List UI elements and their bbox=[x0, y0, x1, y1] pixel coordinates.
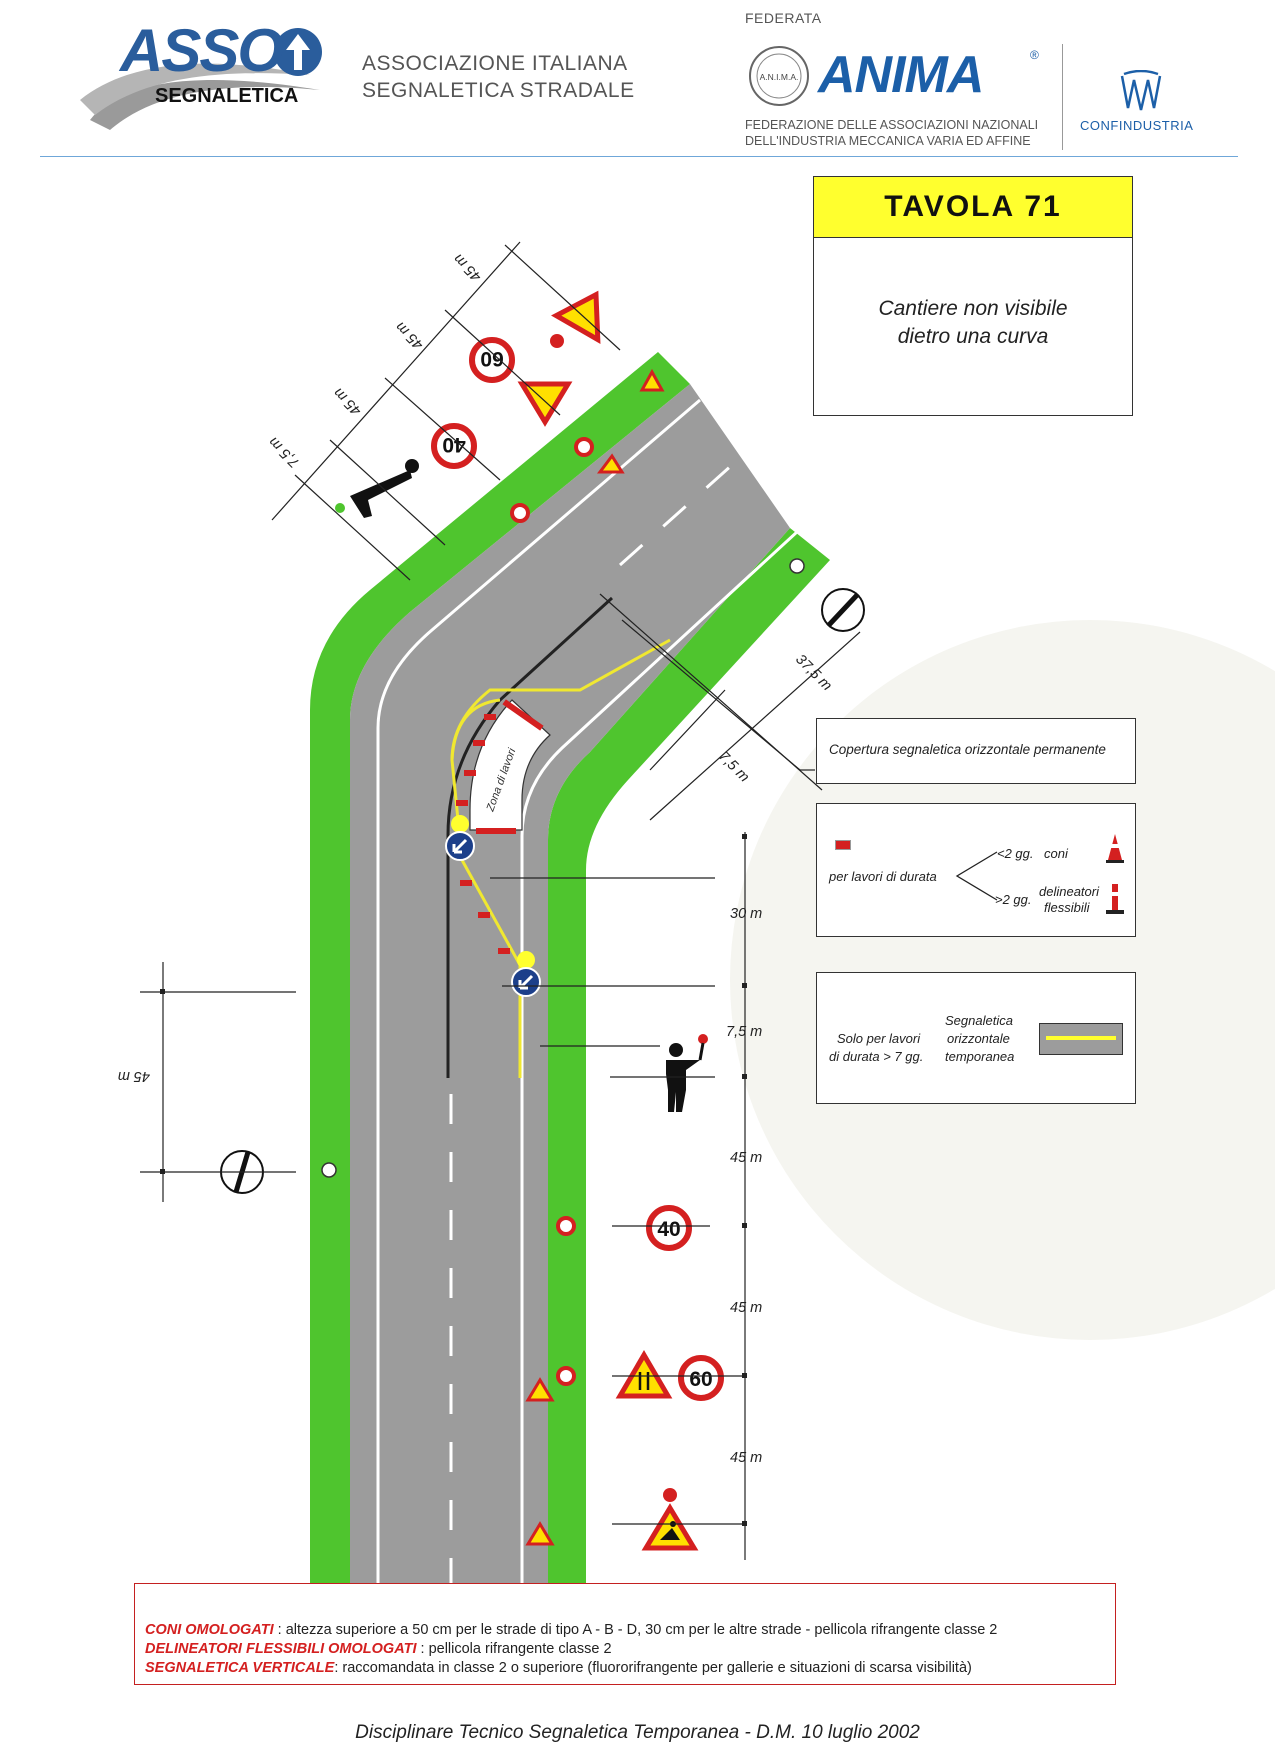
speed-limit-40-icon: 40 bbox=[646, 1205, 692, 1251]
tavola-subtitle-line-2: dietro una curva bbox=[897, 325, 1049, 348]
speed-limit-60-icon-top: 60 bbox=[469, 337, 515, 383]
tavola-subtitle: Cantiere non visibile dietro una curva bbox=[814, 295, 1132, 351]
federata-label: FEDERATA bbox=[745, 10, 822, 26]
temporary-marking-swatch bbox=[1039, 1023, 1123, 1055]
association-line-1: ASSOCIAZIONE ITALIANA bbox=[362, 52, 628, 75]
right-edge-line bbox=[520, 518, 812, 1588]
dim-45m-left: 45 m bbox=[118, 1068, 150, 1084]
barrier-top bbox=[502, 699, 544, 731]
end-restriction-sign-icon-top bbox=[821, 588, 865, 632]
note-segn-1: Segnaletica bbox=[945, 1013, 1013, 1028]
dim-30m: 30 m bbox=[730, 906, 762, 922]
note-segn-3: temporanea bbox=[945, 1049, 1015, 1064]
note-solo-2: di durata > 7 gg. bbox=[829, 1049, 924, 1064]
svg-text:40: 40 bbox=[442, 433, 465, 456]
footer-coni: CONI OMOLOGATI : altezza superiore a 50 … bbox=[145, 1622, 998, 1638]
speed-limit-40-icon-top: 40 bbox=[431, 423, 477, 469]
association-line-2: SEGNALETICA STRADALE bbox=[362, 79, 635, 102]
tavola-subtitle-line-1: Cantiere non visibile bbox=[878, 297, 1068, 320]
confindustria-label: CONFINDUSTRIA bbox=[1080, 118, 1194, 133]
federation-line-2: DELL'INDUSTRIA MECCANICA VARIA ED AFFINE bbox=[745, 134, 1031, 148]
tavola-box: TAVOLA 71 Cantiere non visibile dietro u… bbox=[813, 176, 1133, 416]
flagman-icon-top bbox=[335, 459, 419, 518]
dim-45m-top-c: 45 m bbox=[331, 384, 365, 418]
flagman-icon bbox=[666, 1034, 708, 1112]
note-segnaletica: Solo per lavori di durata > 7 gg. Segnal… bbox=[816, 972, 1136, 1104]
note-coni: coni bbox=[1044, 846, 1068, 861]
note-segn-2: orizzontale bbox=[947, 1031, 1010, 1046]
association-name: ASSOCIAZIONE ITALIANA SEGNALETICA STRADA… bbox=[362, 50, 635, 104]
dim-7-5m-top: 7,5 m bbox=[266, 434, 303, 471]
asso-logo-sub: SEGNALETICA bbox=[155, 85, 299, 107]
cone-swatch bbox=[835, 840, 851, 850]
anima-registered-mark: ® bbox=[1030, 48, 1039, 62]
federation-name: FEDERAZIONE DELLE ASSOCIAZIONI NAZIONALI… bbox=[745, 117, 1038, 149]
covered-centre-line bbox=[446, 596, 614, 1078]
dim-45m-top-b: 45 m bbox=[393, 318, 427, 352]
anima-seal-text: A.N.I.M.A. bbox=[760, 72, 799, 82]
note-delineatori-2: flessibili bbox=[1044, 900, 1090, 915]
road-surface bbox=[350, 384, 790, 1588]
dim-7-5m: 7,5 m bbox=[726, 1024, 762, 1040]
federation-line-1: FEDERAZIONE DELLE ASSOCIAZIONI NAZIONALI bbox=[745, 118, 1039, 132]
asso-logo-word: ASSO bbox=[120, 17, 284, 84]
note-delineatori-1: delineatori bbox=[1039, 884, 1099, 899]
roadside-markers bbox=[510, 437, 594, 1386]
dim-45m-b: 45 m bbox=[730, 1300, 762, 1316]
end-restriction-marker-left bbox=[321, 1162, 337, 1178]
roadworks-warning-icon-top bbox=[550, 290, 601, 348]
svg-text:40: 40 bbox=[657, 1218, 680, 1241]
note-durata: per lavori di durata <2 gg. coni >2 gg. … bbox=[816, 803, 1136, 937]
left-grass-verge bbox=[310, 352, 690, 1588]
asso-logo-swoosh bbox=[80, 28, 322, 130]
dim-45m-c: 45 m bbox=[730, 1450, 762, 1466]
dimension-ticks bbox=[160, 834, 747, 1526]
header-divider bbox=[1062, 44, 1063, 150]
dimension-lines bbox=[140, 241, 861, 1560]
dim-45m-a: 45 m bbox=[730, 1150, 762, 1166]
note-gt2: >2 gg. bbox=[995, 892, 1032, 907]
dim-45m-top-a: 45 m bbox=[451, 250, 485, 284]
note-copertura-text: Copertura segnaletica orizzontale perman… bbox=[829, 742, 1106, 757]
verge-triangles bbox=[525, 368, 665, 1546]
footer-segnaletica: SEGNALETICA VERTICALE: raccomandata in c… bbox=[145, 1660, 972, 1676]
work-zone bbox=[469, 699, 551, 831]
left-edge-line bbox=[376, 398, 701, 1588]
note-per-lavori: per lavori di durata bbox=[829, 869, 937, 884]
note-lt2: <2 gg. bbox=[997, 846, 1034, 861]
svg-text:60: 60 bbox=[689, 1368, 712, 1391]
flexible-delineator-icon bbox=[1106, 884, 1124, 914]
header-rule bbox=[40, 156, 1238, 157]
cones bbox=[456, 714, 510, 954]
note-solo-1: Solo per lavori bbox=[837, 1031, 921, 1046]
anima-seal-icon: A.N.I.M.A. bbox=[749, 46, 809, 106]
footer-legend: CONI OMOLOGATI : altezza superiore a 50 … bbox=[134, 1583, 1116, 1685]
keep-left-sign-icon bbox=[445, 815, 475, 861]
dim-7-5m-diag: 7,5 m bbox=[715, 749, 752, 786]
svg-text:60: 60 bbox=[480, 347, 503, 370]
tavola-title: TAVOLA 71 bbox=[814, 177, 1132, 238]
end-restriction-marker bbox=[789, 558, 805, 574]
bracket-icon bbox=[955, 851, 998, 901]
roadworks-warning-icon bbox=[641, 1488, 699, 1551]
footer-title: Disciplinare Tecnico Segnaletica Tempora… bbox=[355, 1722, 920, 1743]
note-copertura: Copertura segnaletica orizzontale perman… bbox=[816, 718, 1136, 784]
anima-logo: ANIMA bbox=[818, 46, 984, 104]
barrier-bottom bbox=[476, 828, 516, 834]
cone-icon bbox=[1106, 834, 1124, 863]
speed-limit-60-icon: 60 bbox=[678, 1355, 724, 1401]
keep-left-sign-icon-2 bbox=[511, 951, 541, 997]
narrowing-warning-icon-top bbox=[517, 381, 573, 427]
confindustria-eagle-icon bbox=[1120, 70, 1162, 111]
right-grass-verge bbox=[548, 528, 830, 1588]
footer-delineatori: DELINEATORI FLESSIBILI OMOLOGATI : pelli… bbox=[145, 1641, 612, 1657]
